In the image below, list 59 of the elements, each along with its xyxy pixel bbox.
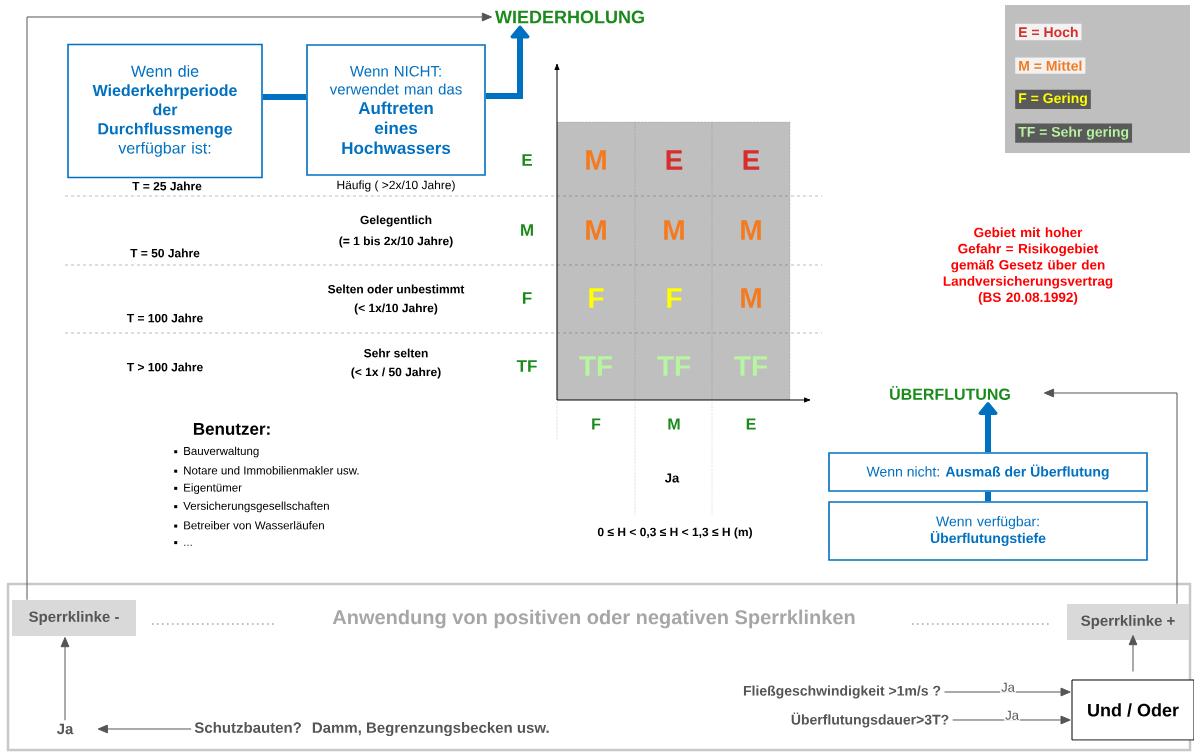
axis-title: WIEDERHOLUNG (495, 10, 644, 24)
arrow (978, 402, 998, 453)
condition-box: Wenn NICHT: verwendet man das Auftreten eines Hochwassers (306, 44, 486, 176)
condition-box: Wenn die Wiederkehrperiode der Durchflussmenge verfügbar ist: (67, 43, 263, 179)
question-text: Fließgeschwindigkeit >1m/s ? (743, 685, 941, 699)
bullet-item: Bauverwaltung (174, 446, 259, 458)
arrow (952, 715, 1071, 725)
arrow (1128, 635, 1138, 672)
heading: Benutzer: (193, 423, 270, 435)
frequency-text: (= 1 bis 2x/10 Jahre) (339, 236, 453, 248)
bullet-item: Betreiber von Wasserläufen (174, 521, 324, 530)
frequency-text: (< 1x/10 Jahre) (354, 303, 438, 315)
bullet-item: Notare und Immobilienmakler usw. (174, 466, 359, 475)
period-text: T = 100 Jahre (126, 313, 203, 323)
ratchet-label: Sperrklinke - (12, 600, 136, 636)
arrow (97, 724, 192, 734)
edge-label: Ja (1000, 681, 1016, 693)
bullet-item: ... (174, 541, 192, 546)
condition-box: Wenn nicht: Ausmaß der Überflutung (828, 452, 1148, 492)
arrow (26, 12, 492, 601)
frequency-text: Sehr selten (364, 348, 428, 358)
risk-letter: F (589, 288, 604, 308)
arrow (1043, 388, 1178, 605)
bullet-item: Eigentümer (174, 483, 242, 494)
arrow (944, 687, 1071, 697)
frequency-text: Selten oder unbestimmt (328, 284, 465, 294)
risk-letter: M (586, 150, 606, 170)
risk-letter: M (664, 220, 684, 240)
axis-title: ÜBERFLUTUNG (890, 386, 1010, 400)
period-text: T = 50 Jahre (130, 248, 200, 258)
logic-box: Und / Oder (1071, 679, 1194, 741)
axis-letter: F (592, 418, 601, 430)
depth-scale: 0 ≤ H < 0,3 ≤ H < 1,3 ≤ H (m) (597, 527, 752, 539)
risk-letter: E (743, 150, 760, 170)
arrow (485, 25, 530, 99)
axis-letter: E (746, 418, 756, 430)
risk-letter: M (741, 288, 761, 308)
axis-letter: E (522, 154, 532, 166)
question-text: Schutzbauten? Damm, Begrenzungsbecken usw. (194, 721, 549, 736)
answer-text: Ja (56, 723, 74, 735)
risk-letter: M (741, 220, 761, 240)
arrow (60, 637, 70, 721)
answer-text: Ja (665, 473, 680, 483)
risk-letter: F (667, 288, 682, 308)
risk-letter: M (586, 220, 606, 240)
axis-letter: M (521, 224, 533, 236)
ratchet-label: Sperrklinke + (1067, 604, 1189, 640)
frequency-text: (< 1x / 50 Jahre) (351, 367, 441, 379)
axis-letter: F (522, 292, 532, 304)
period-text: T > 100 Jahre (126, 362, 203, 372)
condition-box: Wenn verfügbar: Überflutungstiefe (828, 501, 1148, 561)
question-text: Überflutungsdauer>3T? (791, 712, 949, 728)
frequency-text: Gelegentlich (360, 215, 432, 227)
risk-note: Gebiet mit hoher Gefahr = Risikogebiet gemäß Gesetz über den Landversicherungsvertrag (BS 20.08.1992) (943, 227, 1113, 305)
axis-letter: M (668, 418, 680, 430)
risk-letter: E (666, 150, 683, 170)
axis-letter: TF (516, 360, 537, 372)
bullet-item: Versicherungsgesellschaften (174, 501, 329, 513)
edge-label: Ja (1004, 709, 1020, 721)
